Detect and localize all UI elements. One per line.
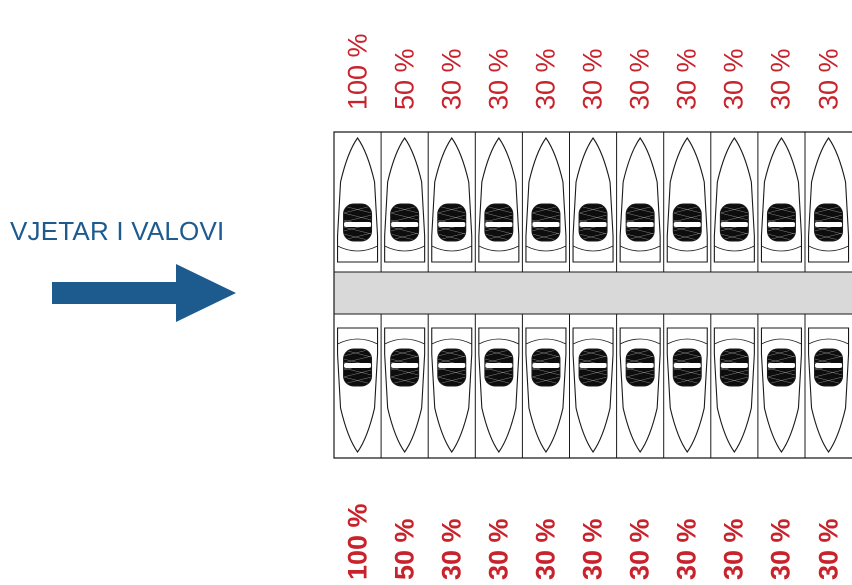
boat-icon xyxy=(338,328,378,452)
boat-icon xyxy=(573,138,613,262)
percent-text: 30 % xyxy=(530,48,561,110)
arrow-right-icon xyxy=(52,264,236,322)
boat-icon xyxy=(761,138,801,262)
top-berth-row xyxy=(338,138,849,262)
percent-text: 100 % xyxy=(342,503,373,580)
boat-icon xyxy=(385,138,425,262)
percent-text: 30 % xyxy=(483,48,514,110)
percent-text: 30 % xyxy=(577,518,608,580)
bottom-berth-row xyxy=(338,328,849,452)
percent-text: 30 % xyxy=(577,48,608,110)
berth-frame xyxy=(333,131,852,459)
percent-text: 30 % xyxy=(671,48,702,110)
boat-icon xyxy=(714,138,754,262)
percent-text: 30 % xyxy=(813,48,844,110)
percent-text: 30 % xyxy=(530,518,561,580)
wind-label: VJETAR I VALOVI xyxy=(10,216,225,246)
percent-text: 30 % xyxy=(671,518,702,580)
boat-icon xyxy=(714,328,754,452)
percent-text: 30 % xyxy=(718,48,749,110)
boat-icon xyxy=(479,328,519,452)
boat-icon xyxy=(526,328,566,452)
percent-text: 30 % xyxy=(483,518,514,580)
percent-text: 50 % xyxy=(389,518,420,580)
boat-icon xyxy=(432,328,472,452)
percent-text: 30 % xyxy=(765,48,796,110)
percent-text: 30 % xyxy=(813,518,844,580)
boat-icon xyxy=(620,138,660,262)
percent-text: 30 % xyxy=(436,518,467,580)
percent-text: 50 % xyxy=(389,48,420,110)
percent-text: 30 % xyxy=(624,48,655,110)
boat-icon xyxy=(761,328,801,452)
boat-icon xyxy=(667,138,707,262)
percent-text: 30 % xyxy=(718,518,749,580)
pontoon xyxy=(334,272,852,314)
percent-text: 30 % xyxy=(765,518,796,580)
boat-icon xyxy=(526,138,566,262)
boat-icon xyxy=(573,328,613,452)
boat-icon xyxy=(809,328,849,452)
boat-icon xyxy=(479,138,519,262)
boat-icon xyxy=(620,328,660,452)
boat-icon xyxy=(809,138,849,262)
boat-icon xyxy=(338,138,378,262)
boat-icon xyxy=(667,328,707,452)
boat-icon xyxy=(385,328,425,452)
percent-text: 30 % xyxy=(436,48,467,110)
boat-icon xyxy=(432,138,472,262)
percent-text: 30 % xyxy=(624,518,655,580)
percent-text: 100 % xyxy=(342,33,373,110)
